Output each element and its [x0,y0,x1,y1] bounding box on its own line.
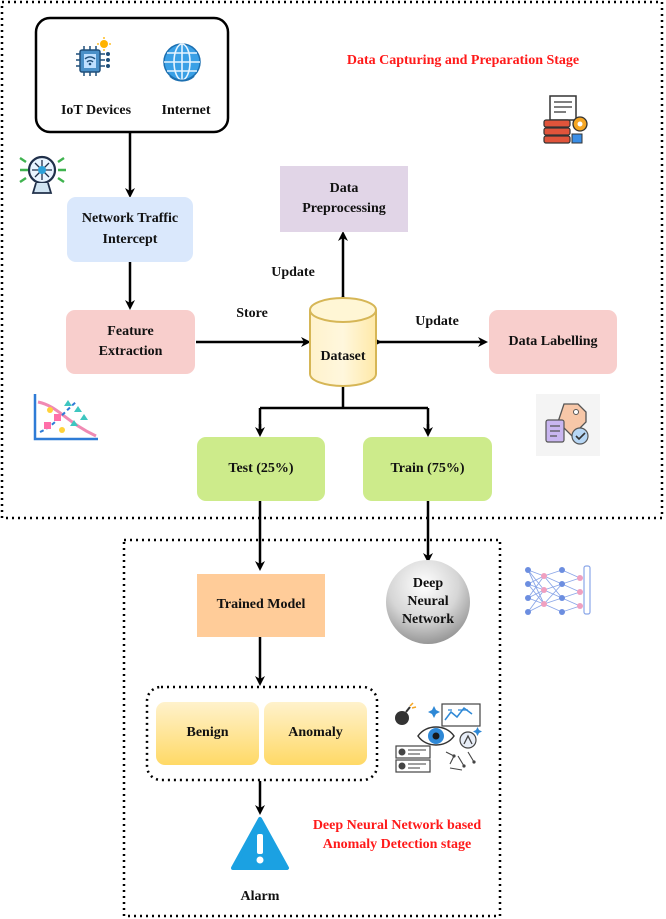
test-split-node: Test (25%) [197,437,325,501]
data-labelling-node: Data Labelling [489,310,617,374]
feature-extraction-node: Feature Extraction [66,310,195,374]
neural-net-icon [522,562,594,618]
dnn-line1: Deep [412,575,444,591]
anomaly-text: Anomaly [288,725,343,741]
scatter-plot-icon [30,392,100,444]
internet-label: Internet [161,103,211,118]
data-labelling-text: Data Labelling [508,333,598,349]
train-split-text: Train (75%) [390,460,465,476]
benign-text: Benign [186,725,229,741]
network-monitor-icon [18,148,70,196]
train-split-node: Train (75%) [363,437,492,501]
data-preprocessing-line2: Preprocessing [302,201,386,216]
dnn-sphere [386,560,470,644]
data-preprocessing-node: Data Preprocessing [280,166,408,232]
anomaly-node: Anomaly [264,702,367,765]
data-preprocessing-line1: Data [329,180,359,196]
store-edge-label: Store [236,306,268,321]
dataset-label: Dataset [320,349,366,364]
alarm-label: Alarm [240,889,280,904]
dnn-node: Deep Neural Network [388,572,468,632]
edge-dataset-split [258,387,430,432]
stage2-label-line1: Deep Neural Network based [312,818,482,833]
stage2-frame [122,538,502,918]
network-traffic-line2: Intercept [102,231,158,247]
alarm-warning-icon [230,816,290,872]
benign-node: Benign [156,702,259,765]
feature-extraction-line1: Feature [107,323,154,339]
network-traffic-intercept-node: Network Traffic Intercept [67,197,193,262]
dnn-line3: Network [401,612,455,628]
update-right-edge-label: Update [415,314,459,329]
dnn-line2: Neural [407,593,449,609]
iot-chip-icon [68,36,118,86]
ai-eye-icon [388,696,488,776]
stage1-label: Data Capturing and Preparation Stage [346,53,580,68]
stage2-label-line2: Anomaly Detection stage [322,836,472,852]
server-settings-icon [540,94,592,146]
update-top-edge-label: Update [271,265,315,280]
test-split-text: Test (25%) [228,460,294,476]
network-traffic-line1: Network Traffic [81,211,179,227]
stage1-frame [0,0,664,520]
feature-extraction-line2: Extraction [98,344,163,359]
trained-model-node: Trained Model [197,574,325,637]
stage2-label: Deep Neural Network based Anomaly Detect… [282,817,512,855]
labelling-icon [536,394,600,456]
globe-icon [158,38,206,86]
trained-model-text: Trained Model [216,597,306,613]
iot-devices-label: IoT Devices [60,103,132,118]
dataset-cylinder [309,297,377,387]
